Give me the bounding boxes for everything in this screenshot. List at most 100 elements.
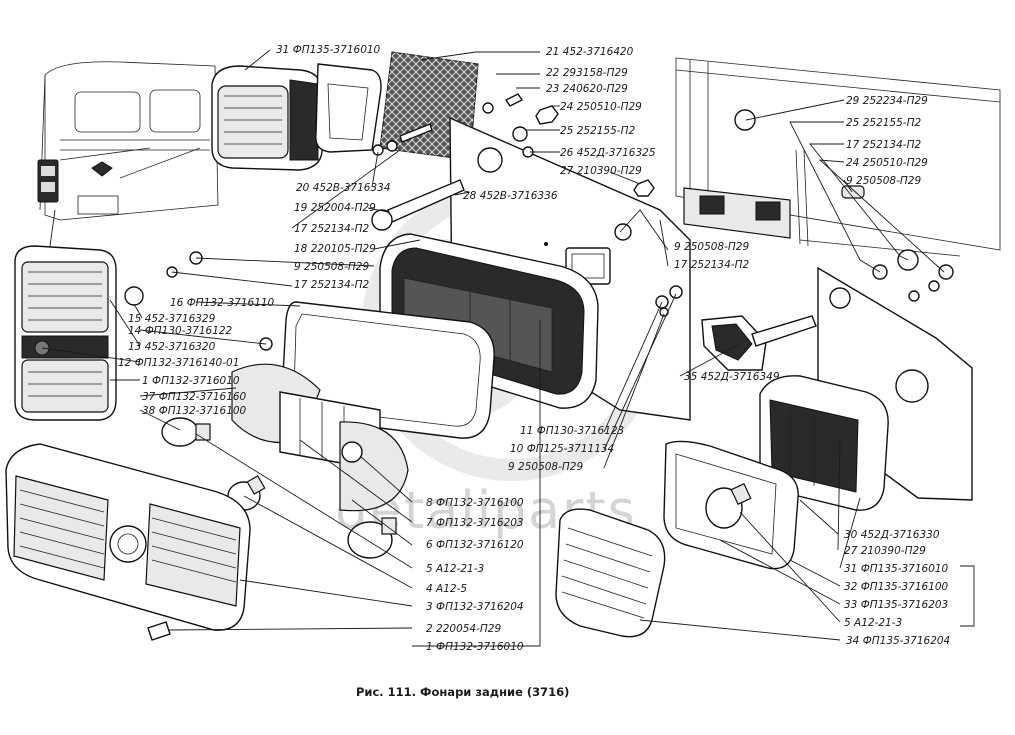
callout-number: 3 [426, 601, 436, 613]
callout-number: 29 [846, 95, 863, 107]
callout-number: 31 [276, 44, 293, 56]
callout-label: 2 220054-П29 [426, 623, 501, 635]
callout-label: 17 252134-П2 [674, 259, 749, 271]
callout-label: 13 452-3716320 [128, 341, 216, 353]
callout-number: 7 [426, 517, 436, 529]
callout-label: 17 252134-П2 [846, 139, 921, 151]
callout-number: 27 [560, 165, 577, 177]
callout-part-code: 252134-П2 [863, 139, 922, 151]
callout-number: 19 [294, 202, 311, 214]
callout-part-code: 252155-П2 [577, 125, 636, 137]
callout-number: 25 [846, 117, 863, 129]
callout-label: 28 452В-3716336 [463, 190, 558, 202]
callout-label: 6 ФП132-3716120 [426, 539, 524, 551]
figure-caption: Рис. 111. Фонари задние (3716) [356, 685, 569, 699]
callout-number: 21 [546, 46, 563, 58]
callout-label: 10 ФП125-3711134 [510, 443, 614, 455]
callout-part-code: ФП132-3716010 [152, 375, 240, 387]
callout-part-code: 210390-П29 [577, 165, 642, 177]
callout-part-code: 252134-П2 [311, 279, 370, 291]
callout-part-code: ФП130-3716122 [145, 325, 233, 337]
vehicle-rear-body [37, 61, 219, 221]
callout-part-code: А12-21-3 [853, 617, 902, 629]
callout-number: 22 [546, 67, 563, 79]
callout-number: 37 [142, 391, 159, 403]
callout-label: 1 ФП132-3716010 [142, 375, 240, 387]
callout-number: 38 [142, 405, 159, 417]
callout-number: 9 [508, 461, 518, 473]
callout-part-code: ФП132-3716204 [436, 601, 524, 613]
callout-number: 17 [846, 139, 863, 151]
callout-number: 9 [846, 175, 856, 187]
callout-part-code: А12-5 [435, 583, 467, 595]
callout-part-code: 240620-П29 [563, 83, 628, 95]
callout-number: 8 [426, 497, 436, 509]
callout-number: 35 [684, 371, 701, 383]
callout-number: 15 [128, 313, 145, 325]
callout-number: 9 [674, 241, 684, 253]
callout-number: 14 [128, 325, 145, 337]
callout-part-code: ФП135-3716203 [861, 599, 949, 611]
callout-part-code: 452В-3716336 [480, 190, 558, 202]
callout-number: 6 [426, 539, 436, 551]
leader-lines [41, 49, 975, 647]
callout-label: 14 ФП130-3716122 [128, 325, 233, 337]
callout-label: 32 ФП135-3716100 [844, 581, 949, 593]
callout-part-code: 452-3716420 [563, 46, 634, 58]
rear-lamp-top-assembly [211, 63, 382, 171]
callout-part-code: 252004-П29 [311, 202, 376, 214]
callout-label: 25 252155-П2 [560, 125, 635, 137]
callout-part-code: 293158-П29 [563, 67, 628, 79]
callout-part-code: ФП135-3716010 [293, 44, 381, 56]
callout-number: 1 [142, 375, 152, 387]
callout-part-code: 220054-П29 [436, 623, 501, 635]
callout-number: 11 [520, 425, 537, 437]
callout-label: 29 252234-П29 [846, 95, 928, 107]
callout-part-code: 250508-П29 [684, 241, 749, 253]
callout-label: 27 210390-П29 [560, 165, 642, 177]
callout-part-code: 452В-3716334 [313, 182, 391, 194]
callout-label: 9 250508-П29 [674, 241, 749, 253]
callout-label: 9 250508-П29 [508, 461, 583, 473]
callout-number: 26 [560, 147, 577, 159]
callout-label: 31 ФП135-3716010 [844, 563, 949, 575]
callout-label: 16 ФП132-3716110 [170, 297, 275, 309]
callout-part-code: 250508-П29 [518, 461, 583, 473]
callout-part-code: ФП130-3716123 [537, 425, 625, 437]
callout-number: 12 [118, 357, 135, 369]
callout-number: 17 [294, 223, 311, 235]
callout-label: 17 252134-П2 [294, 223, 369, 235]
callout-number: 23 [546, 83, 563, 95]
callout-label: 1 ФП132-3716010 [426, 641, 524, 653]
lens-cover-left [5, 443, 251, 641]
callout-part-code: 252234-П29 [863, 95, 928, 107]
callout-part-code: 252134-П2 [691, 259, 750, 271]
callout-part-code: ФП135-3716100 [861, 581, 949, 593]
callout-number: 30 [844, 529, 861, 541]
callout-part-code: А12-21-3 [435, 563, 484, 575]
callout-label: 24 250510-П29 [560, 101, 642, 113]
callout-part-code: 250510-П29 [577, 101, 642, 113]
callout-part-code: 252134-П2 [311, 223, 370, 235]
callout-part-code: ФП132-3716140-01 [135, 357, 240, 369]
callout-number: 5 [426, 563, 436, 575]
callout-part-code: 452Д-3716325 [577, 147, 656, 159]
callout-label: 33 ФП135-3716203 [844, 599, 948, 611]
callout-number: 9 [294, 261, 304, 273]
callout-number: 17 [294, 279, 311, 291]
callout-part-code: 250508-П29 [856, 175, 921, 187]
callout-number: 16 [170, 297, 187, 309]
callout-number: 24 [560, 101, 577, 113]
callout-part-code: ФП132-3716010 [436, 641, 524, 653]
callout-part-code: ФП132-3716110 [187, 297, 275, 309]
callout-label: 35 452Д-3716349 [684, 371, 780, 383]
callout-part-code: ФП135-3716010 [861, 563, 949, 575]
callout-label: 22 293158-П29 [546, 67, 628, 79]
callout-label: 18 220105-П29 [294, 243, 376, 255]
callout-part-code: ФП132-3716100 [159, 405, 247, 417]
callout-label: 7 ФП132-3716203 [426, 517, 524, 529]
callout-part-code: 452-3716320 [145, 341, 216, 353]
